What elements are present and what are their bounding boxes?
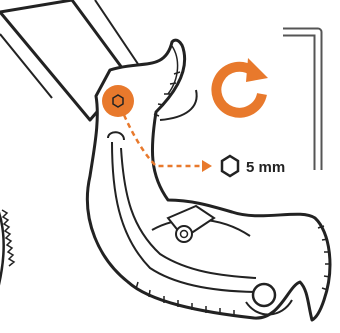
clockwise-rotate-arrow-icon	[216, 58, 268, 113]
partial-wheel	[0, 180, 14, 300]
tool-size-label: 5 mm	[246, 159, 285, 176]
hexagon-icon	[222, 156, 238, 176]
adjustment-bolt-icon	[102, 85, 134, 117]
lever-body	[87, 40, 331, 320]
hex-key-icon	[283, 32, 318, 170]
